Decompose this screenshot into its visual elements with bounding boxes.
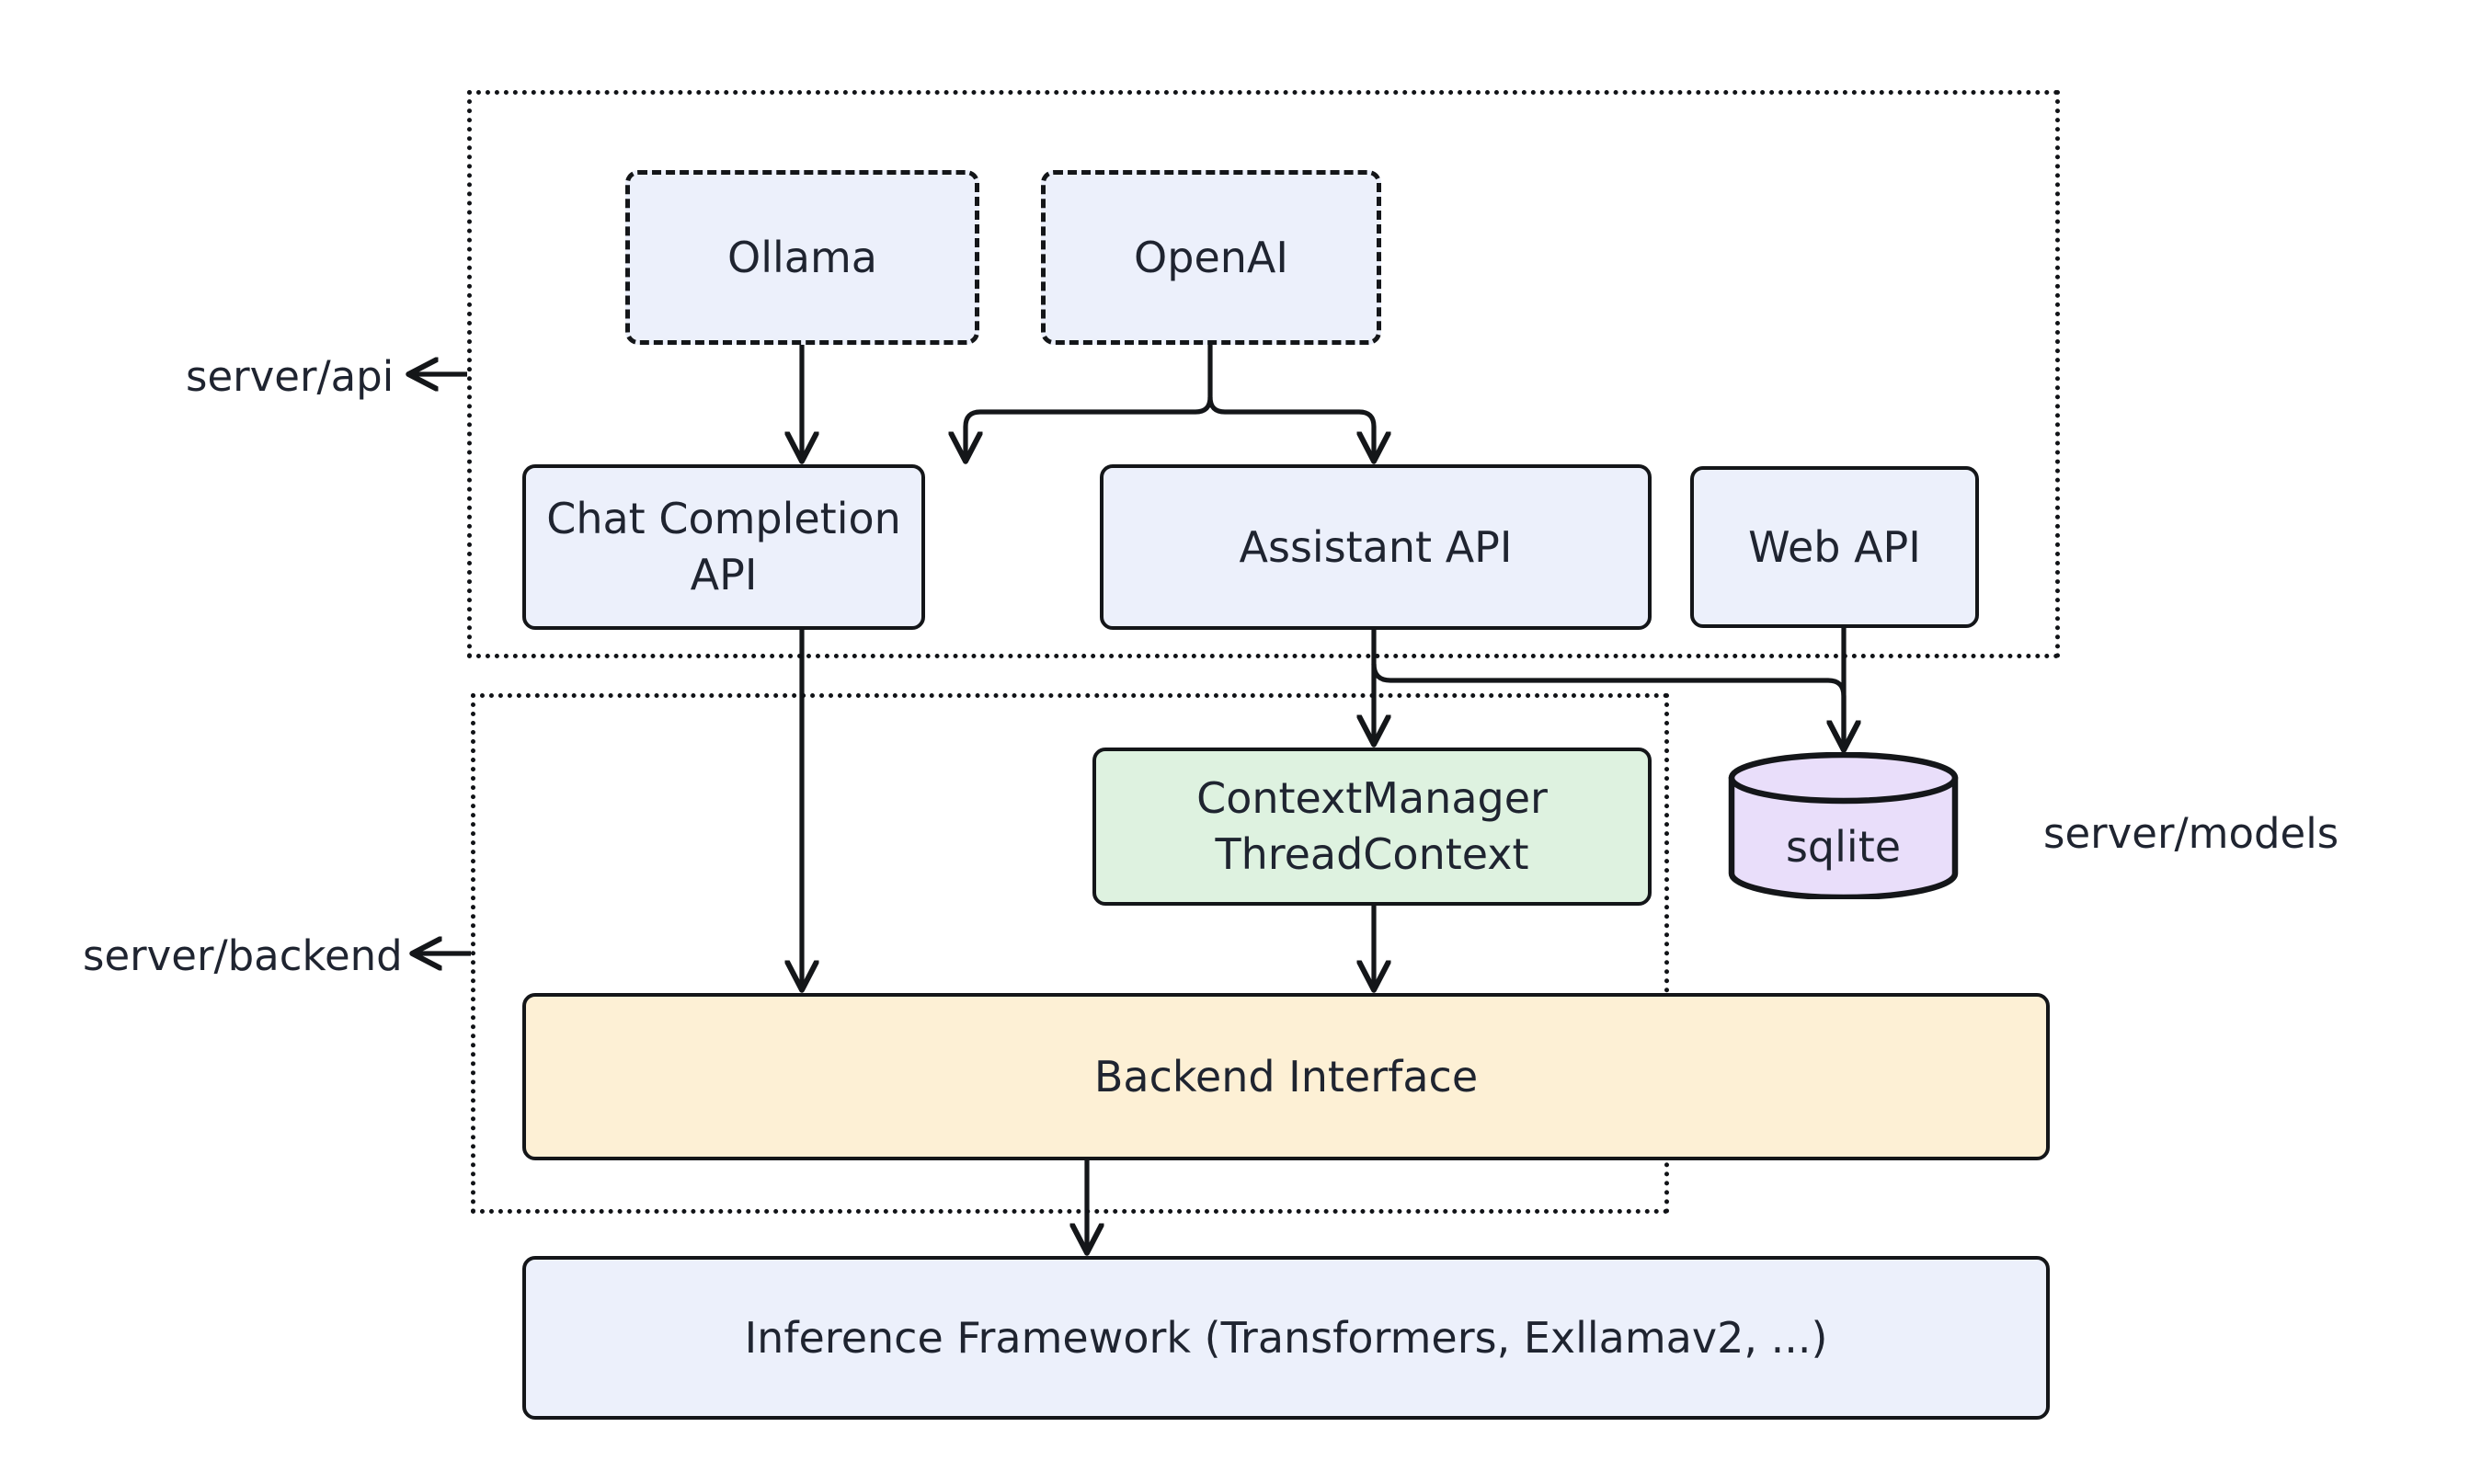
cylinder-shape	[1728, 751, 1959, 901]
node-inference-framework[interactable]: Inference Framework (Transformers, Exlla…	[522, 1256, 2050, 1420]
node-assistant-api[interactable]: Assistant API	[1100, 464, 1652, 630]
group-label-server-models: server/models	[2043, 809, 2339, 858]
group-server-backend	[471, 693, 1669, 1214]
group-label-server-api: server/api	[186, 352, 395, 401]
node-web-api[interactable]: Web API	[1690, 466, 1979, 628]
node-sqlite[interactable]: sqlite	[1728, 751, 1959, 901]
group-server-api	[467, 90, 2060, 658]
node-ollama[interactable]: Ollama	[625, 170, 979, 345]
node-backend-interface[interactable]: Backend Interface	[522, 993, 2050, 1160]
node-context-manager[interactable]: ContextManager ThreadContext	[1092, 748, 1652, 906]
node-sqlite-label: sqlite	[1785, 822, 1902, 872]
node-openai[interactable]: OpenAI	[1041, 170, 1381, 345]
group-label-server-backend: server/backend	[83, 931, 403, 980]
node-chat-completion-api[interactable]: Chat Completion API	[522, 464, 925, 630]
